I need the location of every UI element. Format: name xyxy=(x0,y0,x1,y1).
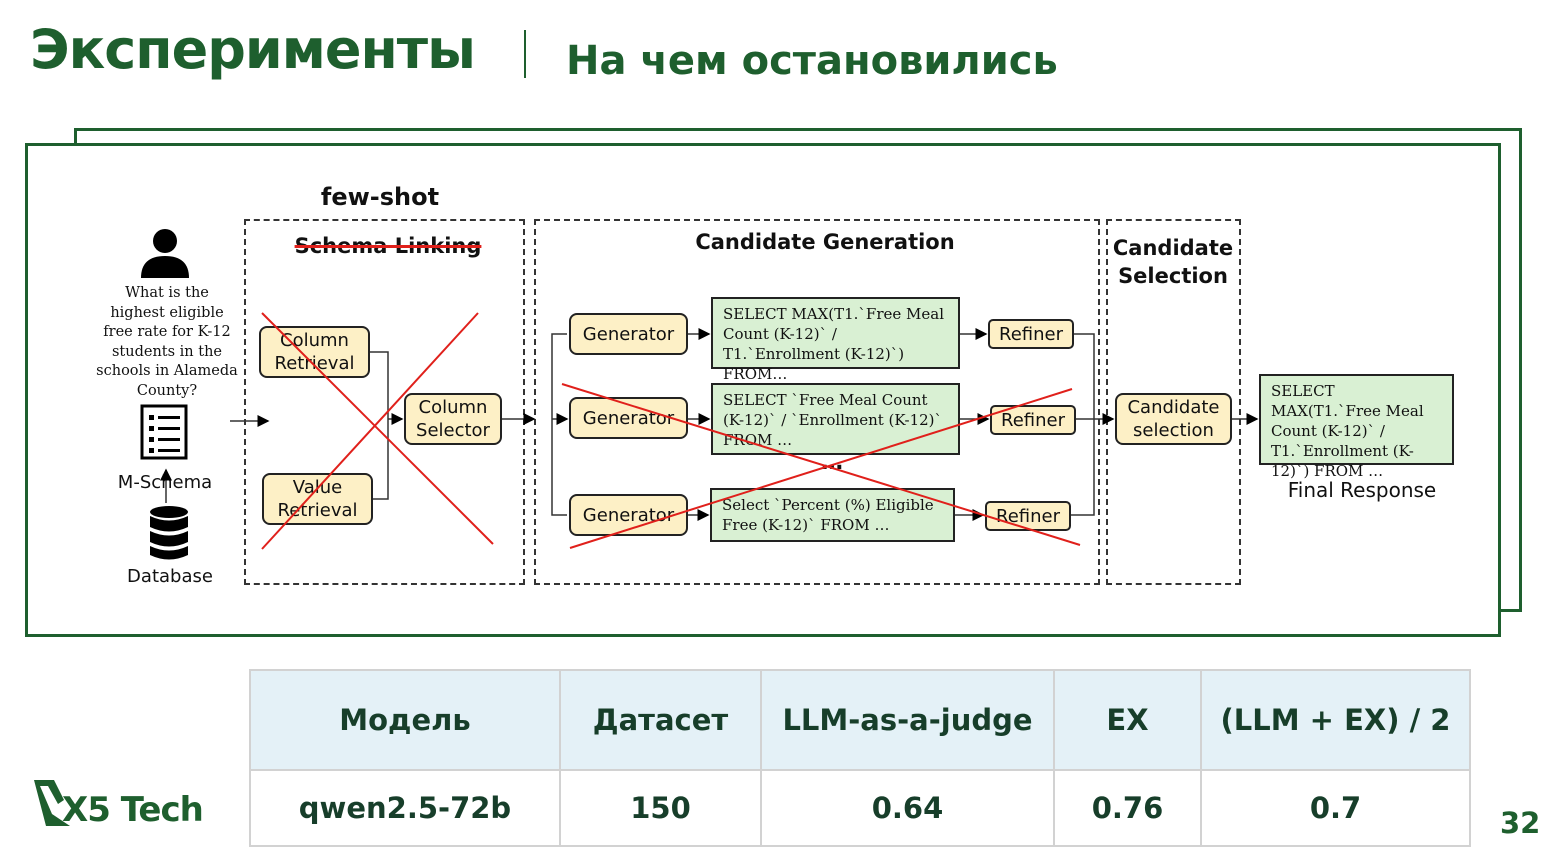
schema-linking-title: Schema Linking xyxy=(294,234,482,258)
header-ex: EX xyxy=(1053,669,1202,771)
few-shot-label: few-shot xyxy=(320,183,440,211)
candidate-generation-title: Candidate Generation xyxy=(695,230,955,254)
user-icon xyxy=(141,229,189,278)
user-question: What is the highest eligible free rate f… xyxy=(96,285,238,399)
cell-ex: 0.76 xyxy=(1053,769,1202,847)
table-row: qwen2.5-72b 150 0.64 0.76 0.7 xyxy=(249,769,1471,847)
sql-candidate-1: SELECT MAX(T1.`Free Meal Count (K-12)` /… xyxy=(711,297,960,383)
candidate-selection-box: Candidate selection xyxy=(1115,393,1232,445)
candidate-selection-title: Candidate Selection xyxy=(1112,236,1234,288)
refiner-box-1: Refiner xyxy=(988,319,1074,349)
generator-box-3: Generator xyxy=(569,494,688,536)
cell-average: 0.7 xyxy=(1200,769,1471,847)
cell-llm-judge: 0.64 xyxy=(760,769,1055,847)
header-llm-judge: LLM-as-a-judge xyxy=(760,669,1055,771)
cell-model: qwen2.5-72b xyxy=(249,769,561,847)
column-retrieval-box: Column Retrieval xyxy=(259,326,370,378)
page-number: 32 xyxy=(1500,806,1541,840)
candidate-generation-stage xyxy=(534,219,1100,585)
table-header-row: Модель Датасет LLM-as-a-judge EX (LLM + … xyxy=(249,669,1471,771)
cell-dataset: 150 xyxy=(559,769,762,847)
page-subtitle: На чем остановились xyxy=(566,38,1058,84)
refiner-box-3: Refiner xyxy=(985,501,1071,531)
mschema-label: M-Schema xyxy=(117,472,213,493)
sql-candidate-2: SELECT `Free Meal Count (K-12)` / `Enrol… xyxy=(711,383,960,455)
refiner-box-2: Refiner xyxy=(990,405,1076,435)
page-title: Эксперименты xyxy=(30,18,476,81)
title-divider xyxy=(524,30,526,78)
final-response-label: Final Response xyxy=(1287,478,1437,502)
generator-box-2: Generator xyxy=(569,397,688,439)
column-selector-box: Column Selector xyxy=(404,393,502,445)
value-retrieval-box: Value Retrieval xyxy=(262,473,373,525)
results-table: Модель Датасет LLM-as-a-judge EX (LLM + … xyxy=(249,669,1471,847)
candidate-selection-stage xyxy=(1106,219,1241,585)
generator-box-1: Generator xyxy=(569,313,688,355)
final-sql-box: SELECT MAX(T1.`Free Meal Count (K-12)` /… xyxy=(1259,374,1454,480)
x5-logo-icon xyxy=(34,780,70,826)
candidates-ellipsis: … xyxy=(821,450,843,475)
database-icon xyxy=(150,506,188,560)
schema-linking-stage xyxy=(244,219,525,585)
header-dataset: Датасет xyxy=(559,669,762,771)
header-model: Модель xyxy=(249,669,561,771)
header-average: (LLM + EX) / 2 xyxy=(1200,669,1471,771)
schema-document-icon xyxy=(140,404,188,460)
brand-logo-text: X5 Tech xyxy=(62,790,204,830)
database-label: Database xyxy=(127,566,213,587)
sql-candidate-3: Select `Percent (%) Eligible Free (K-12)… xyxy=(710,488,955,542)
